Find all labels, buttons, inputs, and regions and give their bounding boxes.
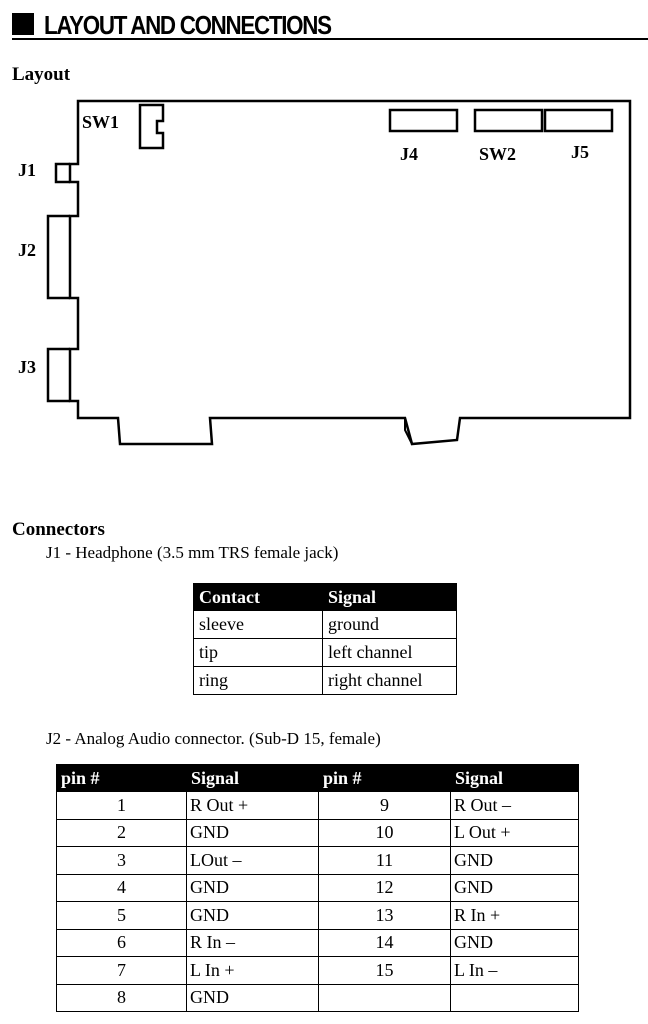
connectors-heading: Connectors (12, 519, 105, 540)
signal-cell: L In + (186, 956, 319, 985)
column-header: pin # (56, 764, 187, 792)
signal-cell: GND (450, 846, 579, 875)
label-j4: J4 (400, 144, 418, 164)
j2-connector (46, 214, 70, 300)
column-header: Signal (322, 583, 457, 611)
pin-number-cell: 4 (56, 873, 187, 902)
pin-number-cell: 10 (318, 818, 451, 847)
signal-cell: GND (186, 818, 319, 847)
pin-number-cell: 15 (318, 956, 451, 985)
signal-cell: R Out + (186, 791, 319, 820)
label-j5: J5 (571, 142, 589, 162)
header-square-icon (12, 13, 34, 35)
pin-number-cell: 13 (318, 901, 451, 930)
sw1-switch (138, 103, 165, 150)
table-header-row: Contact Signal (193, 583, 457, 611)
signal-cell: GND (450, 873, 579, 902)
page-title: LAYOUT AND CONNECTIONS (44, 10, 332, 40)
column-header: pin # (318, 764, 451, 792)
layout-heading: Layout (12, 64, 71, 85)
signal-cell: GND (186, 983, 319, 1012)
signal-cell: GND (186, 873, 319, 902)
column-header: Signal (186, 764, 319, 792)
pin-number-cell: 6 (56, 928, 187, 957)
pin-number-cell: 14 (318, 928, 451, 957)
signal-cell: R Out – (450, 791, 579, 820)
pin-number-cell: 5 (56, 901, 187, 930)
table-header-row: pin # Signal pin # Signal (56, 764, 579, 792)
pin-number-cell: 1 (56, 791, 187, 820)
board-outline (68, 99, 632, 446)
signal-cell: GND (450, 928, 579, 957)
pin-number-cell (318, 983, 451, 1012)
j5-connector (543, 108, 614, 133)
pin-number-cell: 2 (56, 818, 187, 847)
signal-cell: L In – (450, 956, 579, 985)
label-sw1: SW1 (82, 112, 120, 132)
signal-cell: R In + (450, 901, 579, 930)
pin-number-cell: 8 (56, 983, 187, 1012)
table-cell: left channel (322, 638, 457, 667)
table-cell: sleeve (193, 610, 323, 639)
table-cell: tip (193, 638, 323, 667)
pin-number-cell: 7 (56, 956, 187, 985)
signal-cell: GND (186, 901, 319, 930)
table-cell: ground (322, 610, 457, 639)
j3-connector (46, 347, 70, 403)
label-j2: J2 (18, 240, 36, 260)
j2-caption: J2 - Analog Audio connector. (Sub-D 15, … (46, 729, 381, 748)
section-header: LAYOUT AND CONNECTIONS (12, 8, 648, 40)
signal-cell: LOut – (186, 846, 319, 875)
j1-table: Contact Signal sleeve ground tip left ch… (193, 583, 457, 695)
j1-caption: J1 - Headphone (3.5 mm TRS female jack) (46, 543, 339, 562)
pin-number-cell: 12 (318, 873, 451, 902)
pin-number-cell: 3 (56, 846, 187, 875)
signal-cell: L Out + (450, 818, 579, 847)
table-row: sleeve ground (193, 610, 457, 639)
pin-number-cell: 11 (318, 846, 451, 875)
table-cell: ring (193, 666, 323, 695)
j4-connector (388, 108, 459, 133)
signal-cell: R In – (186, 928, 319, 957)
label-sw2: SW2 (479, 144, 517, 164)
pin-number-cell: 9 (318, 791, 451, 820)
board-diagram (46, 99, 632, 446)
column-header: Contact (193, 583, 323, 611)
table-cell: right channel (322, 666, 457, 695)
label-j3: J3 (18, 357, 36, 377)
table-row: tip left channel (193, 638, 457, 667)
column-header: Signal (450, 764, 579, 792)
label-j1: J1 (18, 160, 36, 180)
signal-cell (450, 983, 579, 1012)
sw2-switch (473, 108, 544, 133)
table-row: ring right channel (193, 666, 457, 695)
j1-connector (54, 162, 70, 184)
